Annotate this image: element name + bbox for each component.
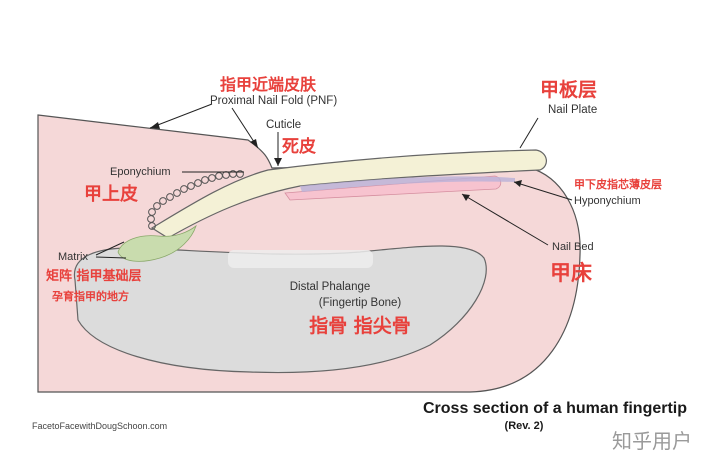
nail-bed-en-label: Nail Bed <box>552 241 594 253</box>
nail-plate-en-label: Nail Plate <box>548 104 597 116</box>
hyponychium-en-label: Hyponychium <box>574 195 641 207</box>
matrix-en-label: Matrix <box>58 251 88 263</box>
leader-proximal-nail-fold <box>149 103 213 129</box>
leader-nail-bed <box>461 193 549 246</box>
matrix-cn-note-label: 孕育指甲的地方 <box>52 289 129 303</box>
eponychium-cn-label: 甲上皮 <box>84 183 138 205</box>
arrowhead-nail-bed <box>462 194 470 201</box>
distal-phalange-en-label: Distal Phalange <box>290 281 371 293</box>
proximal-nail-fold-en-label: Proximal Nail Fold (PNF) <box>210 95 337 107</box>
cuticle-en-label: Cuticle <box>266 119 301 131</box>
leader-matrix-2 <box>95 256 127 259</box>
leader-matrix-1 <box>95 241 125 256</box>
distal-phalange-cn-label: 指骨 指尖骨 <box>309 314 411 337</box>
hyponychium-cn-label: 甲下皮指芯薄皮层 <box>574 177 662 191</box>
arrowhead-cuticle <box>274 158 282 166</box>
proximal-nail-fold-cn-label: 指甲近端皮肤 <box>220 75 317 94</box>
matrix-shape <box>117 224 197 262</box>
arrowhead-proximal-nail-fold <box>150 122 160 129</box>
hyponychium-layer <box>300 176 515 192</box>
diagram-revision: (Rev. 2) <box>505 420 544 432</box>
diagram-title: Cross section of a human fingertip <box>423 400 687 417</box>
arrowhead-proximal-nail-fold-2 <box>250 139 258 148</box>
watermark: 知乎用户 <box>612 429 692 453</box>
blurred-strip <box>228 250 373 268</box>
eponychium-en-label: Eponychium <box>110 166 171 178</box>
nail-bed-cn-label: 甲床 <box>550 261 592 285</box>
nail-plate-cn-label: 甲板层 <box>540 78 597 101</box>
nail-bed-shape <box>284 175 502 201</box>
cuticle-cn-label: 死皮 <box>282 136 316 157</box>
fingertip-bone-en-label: (Fingertip Bone) <box>319 297 402 309</box>
leader-nail-plate <box>519 117 539 149</box>
source-credit: FacetoFacewithDougSchoon.com <box>32 421 167 431</box>
arrowhead-hyponychium <box>514 180 522 187</box>
nail-plate-shape <box>150 149 547 239</box>
leader-hyponychium <box>513 181 573 201</box>
matrix-cn-label: 矩阵 指甲基础层 <box>45 268 142 284</box>
